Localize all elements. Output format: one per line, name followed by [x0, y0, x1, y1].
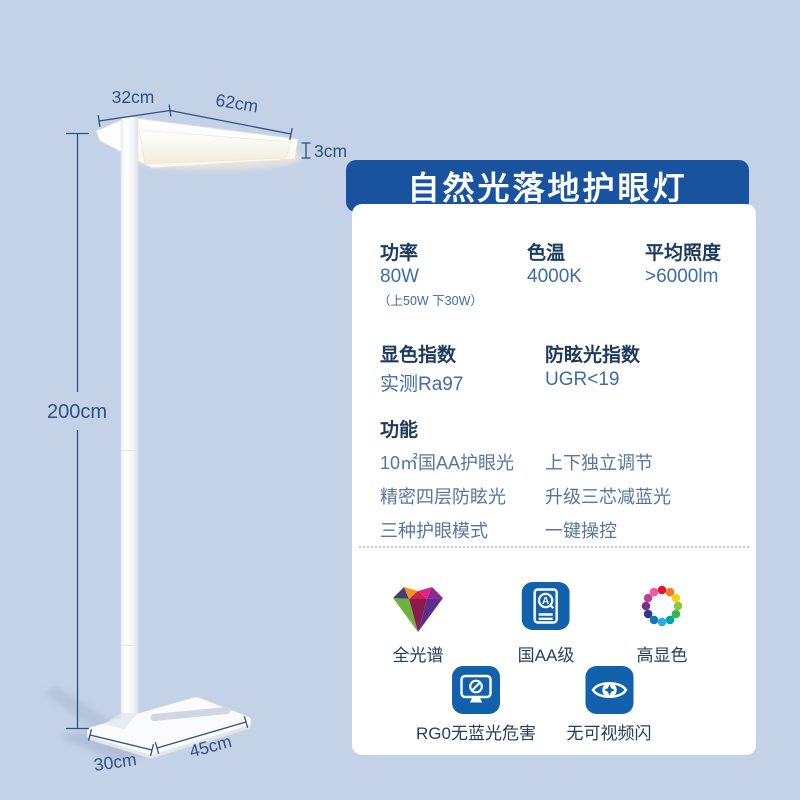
feature-item: 三种护眼模式	[380, 521, 488, 541]
badge-national-aa: A 国AA级	[517, 582, 575, 666]
spec-lux-value: >6000lm	[645, 266, 719, 287]
spec-card: 功率 80W （上50W 下30W） 色温 4000K 平均照度 >6000lm…	[352, 204, 756, 755]
badge-label: RG0无蓝光危害	[416, 724, 536, 743]
lamp-pole	[120, 116, 139, 726]
feature-item: 一键操控	[545, 521, 617, 541]
features-label: 功能	[380, 420, 419, 441]
spec-lux-label: 平均照度	[645, 243, 722, 264]
diamond-icon	[393, 587, 443, 632]
badge-label: 高显色	[636, 646, 688, 665]
dim-head-left-label: 32cm	[112, 87, 155, 107]
dimension-annotations: 32cm 62cm 3cm 200cm 30cm 45cm	[47, 87, 347, 775]
dotted-divider	[359, 546, 749, 548]
badge-label: 全光谱	[392, 646, 444, 665]
feature-item: 精密四层防眩光	[380, 487, 506, 507]
base-slot	[150, 707, 231, 721]
badge-full-spectrum: 全光谱	[387, 582, 449, 666]
lamp-head	[95, 116, 303, 170]
badge-high-cri: 高显色	[635, 582, 689, 666]
spec-power-note: （上50W 下30W）	[378, 294, 483, 308]
badge-label: 无可视频闪	[566, 724, 652, 743]
spec-cct-label: 色温	[527, 243, 566, 264]
spec-ugr-value: UGR<19	[545, 369, 620, 390]
dim-head-right-label: 62cm	[214, 90, 259, 116]
feature-item: 10㎡国AA护眼光	[380, 453, 515, 473]
floor-lamp-illustration: 32cm 62cm 3cm 200cm 30cm 45cm	[44, 87, 347, 775]
certificate-icon: A	[522, 582, 570, 630]
badge-rg0-no-bluelight: RG0无蓝光危害	[416, 666, 536, 744]
spec-power-label: 功率	[380, 243, 419, 264]
product-title: 自然光落地护眼灯	[407, 170, 688, 206]
svg-text:A: A	[542, 596, 549, 607]
dim-height-label: 200cm	[47, 401, 107, 423]
spec-cri-value: 实测Ra97	[380, 374, 464, 395]
color-wheel-icon	[641, 585, 683, 627]
spec-cct-value: 4000K	[527, 266, 582, 287]
feature-item: 升级三芯减蓝光	[545, 487, 671, 507]
badge-no-flicker: 无可视频闪	[567, 666, 652, 744]
monitor-no-bluelight-icon	[452, 666, 500, 714]
spec-cri-label: 显色指数	[380, 345, 457, 366]
dim-head-thickness-label: 3cm	[314, 141, 347, 161]
spec-power-value: 80W	[380, 266, 420, 287]
eye-no-flicker-icon	[585, 666, 633, 714]
badge-label: 国AA级	[517, 646, 575, 665]
title-banner: 自然光落地护眼灯	[346, 160, 749, 212]
light-panel	[138, 129, 292, 165]
spec-ugr-label: 防眩光指数	[545, 345, 641, 366]
feature-item: 上下独立调节	[545, 453, 653, 473]
